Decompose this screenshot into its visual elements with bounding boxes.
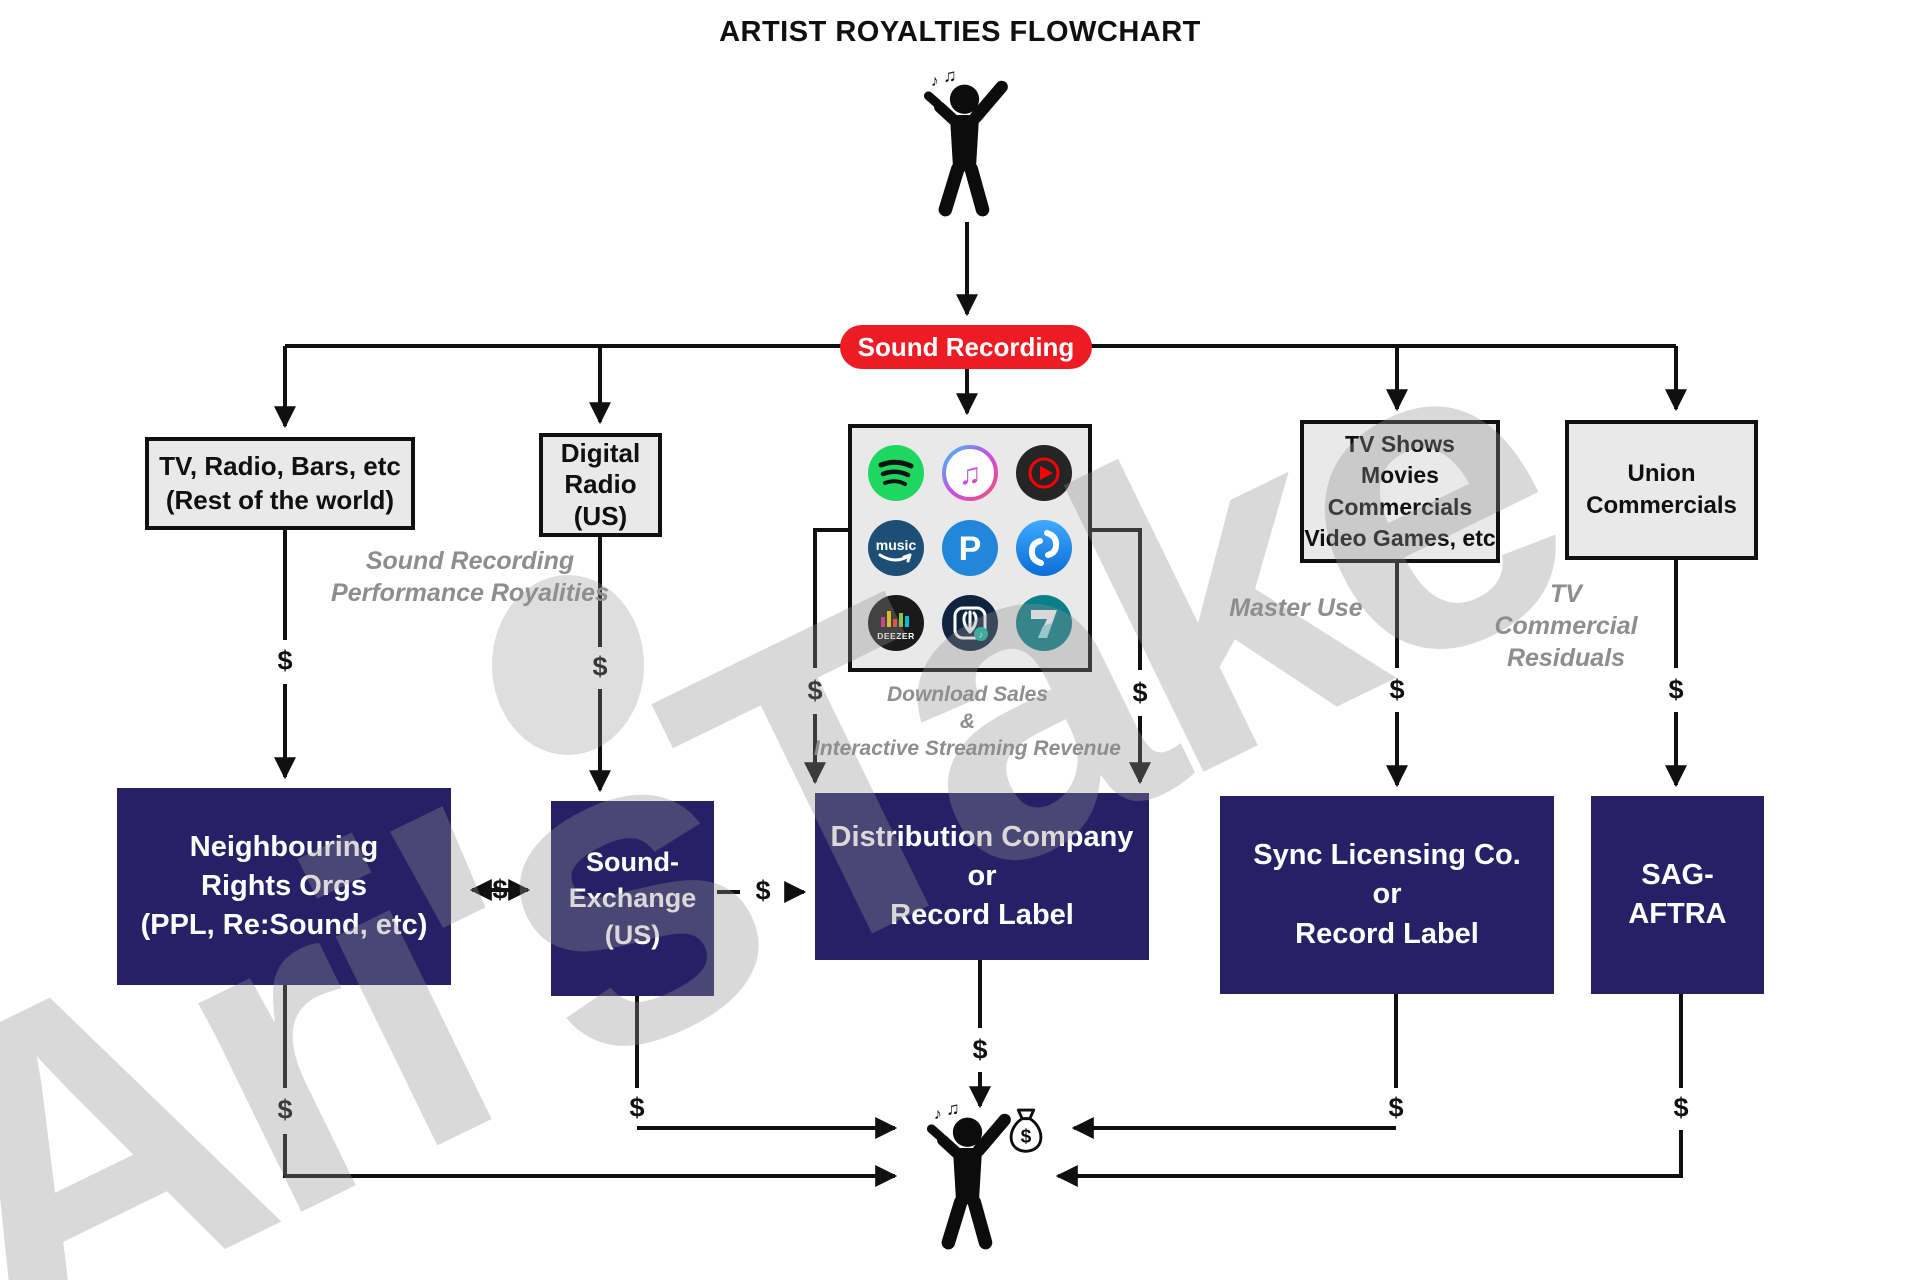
amazon-music-icon: music (866, 518, 926, 578)
svg-text:♫: ♫ (959, 458, 982, 491)
source-digital-radio: Digital Radio (US) (539, 433, 662, 537)
youtube-music-icon (1014, 443, 1074, 503)
dollar-label: $ (592, 651, 608, 682)
dollar-label: $ (1132, 677, 1148, 708)
sound-recording-pill: Sound Recording (840, 325, 1092, 369)
svg-text:♪: ♪ (979, 630, 984, 640)
collector-sag-aftra: SAG- AFTRA (1591, 796, 1764, 994)
dollar-label: $ (1668, 674, 1684, 705)
amazon-music-wordmark: music (876, 537, 917, 553)
collector-sync-licensing: Sync Licensing Co. or Record Label (1220, 796, 1554, 994)
collector-soundexchange: Sound- Exchange (US) (551, 801, 714, 996)
7digital-icon (1014, 593, 1074, 653)
dollar-label: $ (972, 1034, 988, 1065)
svg-text:♪: ♪ (931, 73, 939, 90)
dollar-label: $ (1673, 1092, 1689, 1123)
label-download-sales: Download Sales & Interactive Streaming R… (814, 683, 1121, 760)
pandora-icon: P (940, 518, 1000, 578)
streaming-services-grid: ♫ music P (848, 424, 1092, 672)
dollar-label: $ (1389, 674, 1405, 705)
dollar-label: $ (1388, 1092, 1404, 1123)
spotify-icon (866, 443, 926, 503)
saavn-icon: ♪ (940, 593, 1000, 653)
label-performance-royalties: Sound Recording Performance Royalities (331, 547, 609, 607)
svg-text:♫: ♫ (946, 1103, 960, 1118)
collector-neighbouring-rights-orgs: Neighbouring Rights Orgs (PPL, Re:Sound,… (117, 788, 451, 985)
dollar-label: $ (277, 1094, 293, 1125)
shazam-icon (1014, 518, 1074, 578)
deezer-wordmark: DEEZER (877, 631, 914, 641)
dollar-label: $ (277, 645, 293, 676)
dollar-label: $ (492, 874, 508, 905)
source-tv-shows-movies: TV Shows Movies Commercials Video Games,… (1300, 420, 1500, 563)
svg-text:♫: ♫ (943, 70, 957, 85)
money-bag-icon: $ (1002, 1106, 1050, 1164)
dollar-label: $ (807, 675, 823, 706)
collector-distribution-company: Distribution Company or Record Label (815, 793, 1149, 960)
dollar-label: $ (755, 875, 771, 906)
page-title: ARTIST ROYALTIES FLOWCHART (719, 16, 1201, 48)
artist-singer-icon: ♪ ♫ (902, 65, 1027, 222)
sound-recording-label: Sound Recording (857, 331, 1075, 362)
itunes-icon: ♫ (940, 443, 1000, 503)
dollar-label: $ (629, 1092, 645, 1123)
label-master-use: Master Use (1229, 594, 1363, 622)
pandora-p-glyph: P (959, 530, 982, 568)
deezer-icon: DEEZER (866, 593, 926, 653)
svg-text:$: $ (1021, 1127, 1032, 1148)
label-tv-commercial-residuals: TV Commercial Residuals (1494, 580, 1638, 672)
source-tv-radio-bars: TV, Radio, Bars, etc (Rest of the world) (145, 437, 415, 530)
artist-paid-icon: ♪ ♫ (905, 1098, 1030, 1255)
svg-text:♪: ♪ (934, 1106, 942, 1123)
source-union-commercials: Union Commercials (1565, 420, 1758, 560)
